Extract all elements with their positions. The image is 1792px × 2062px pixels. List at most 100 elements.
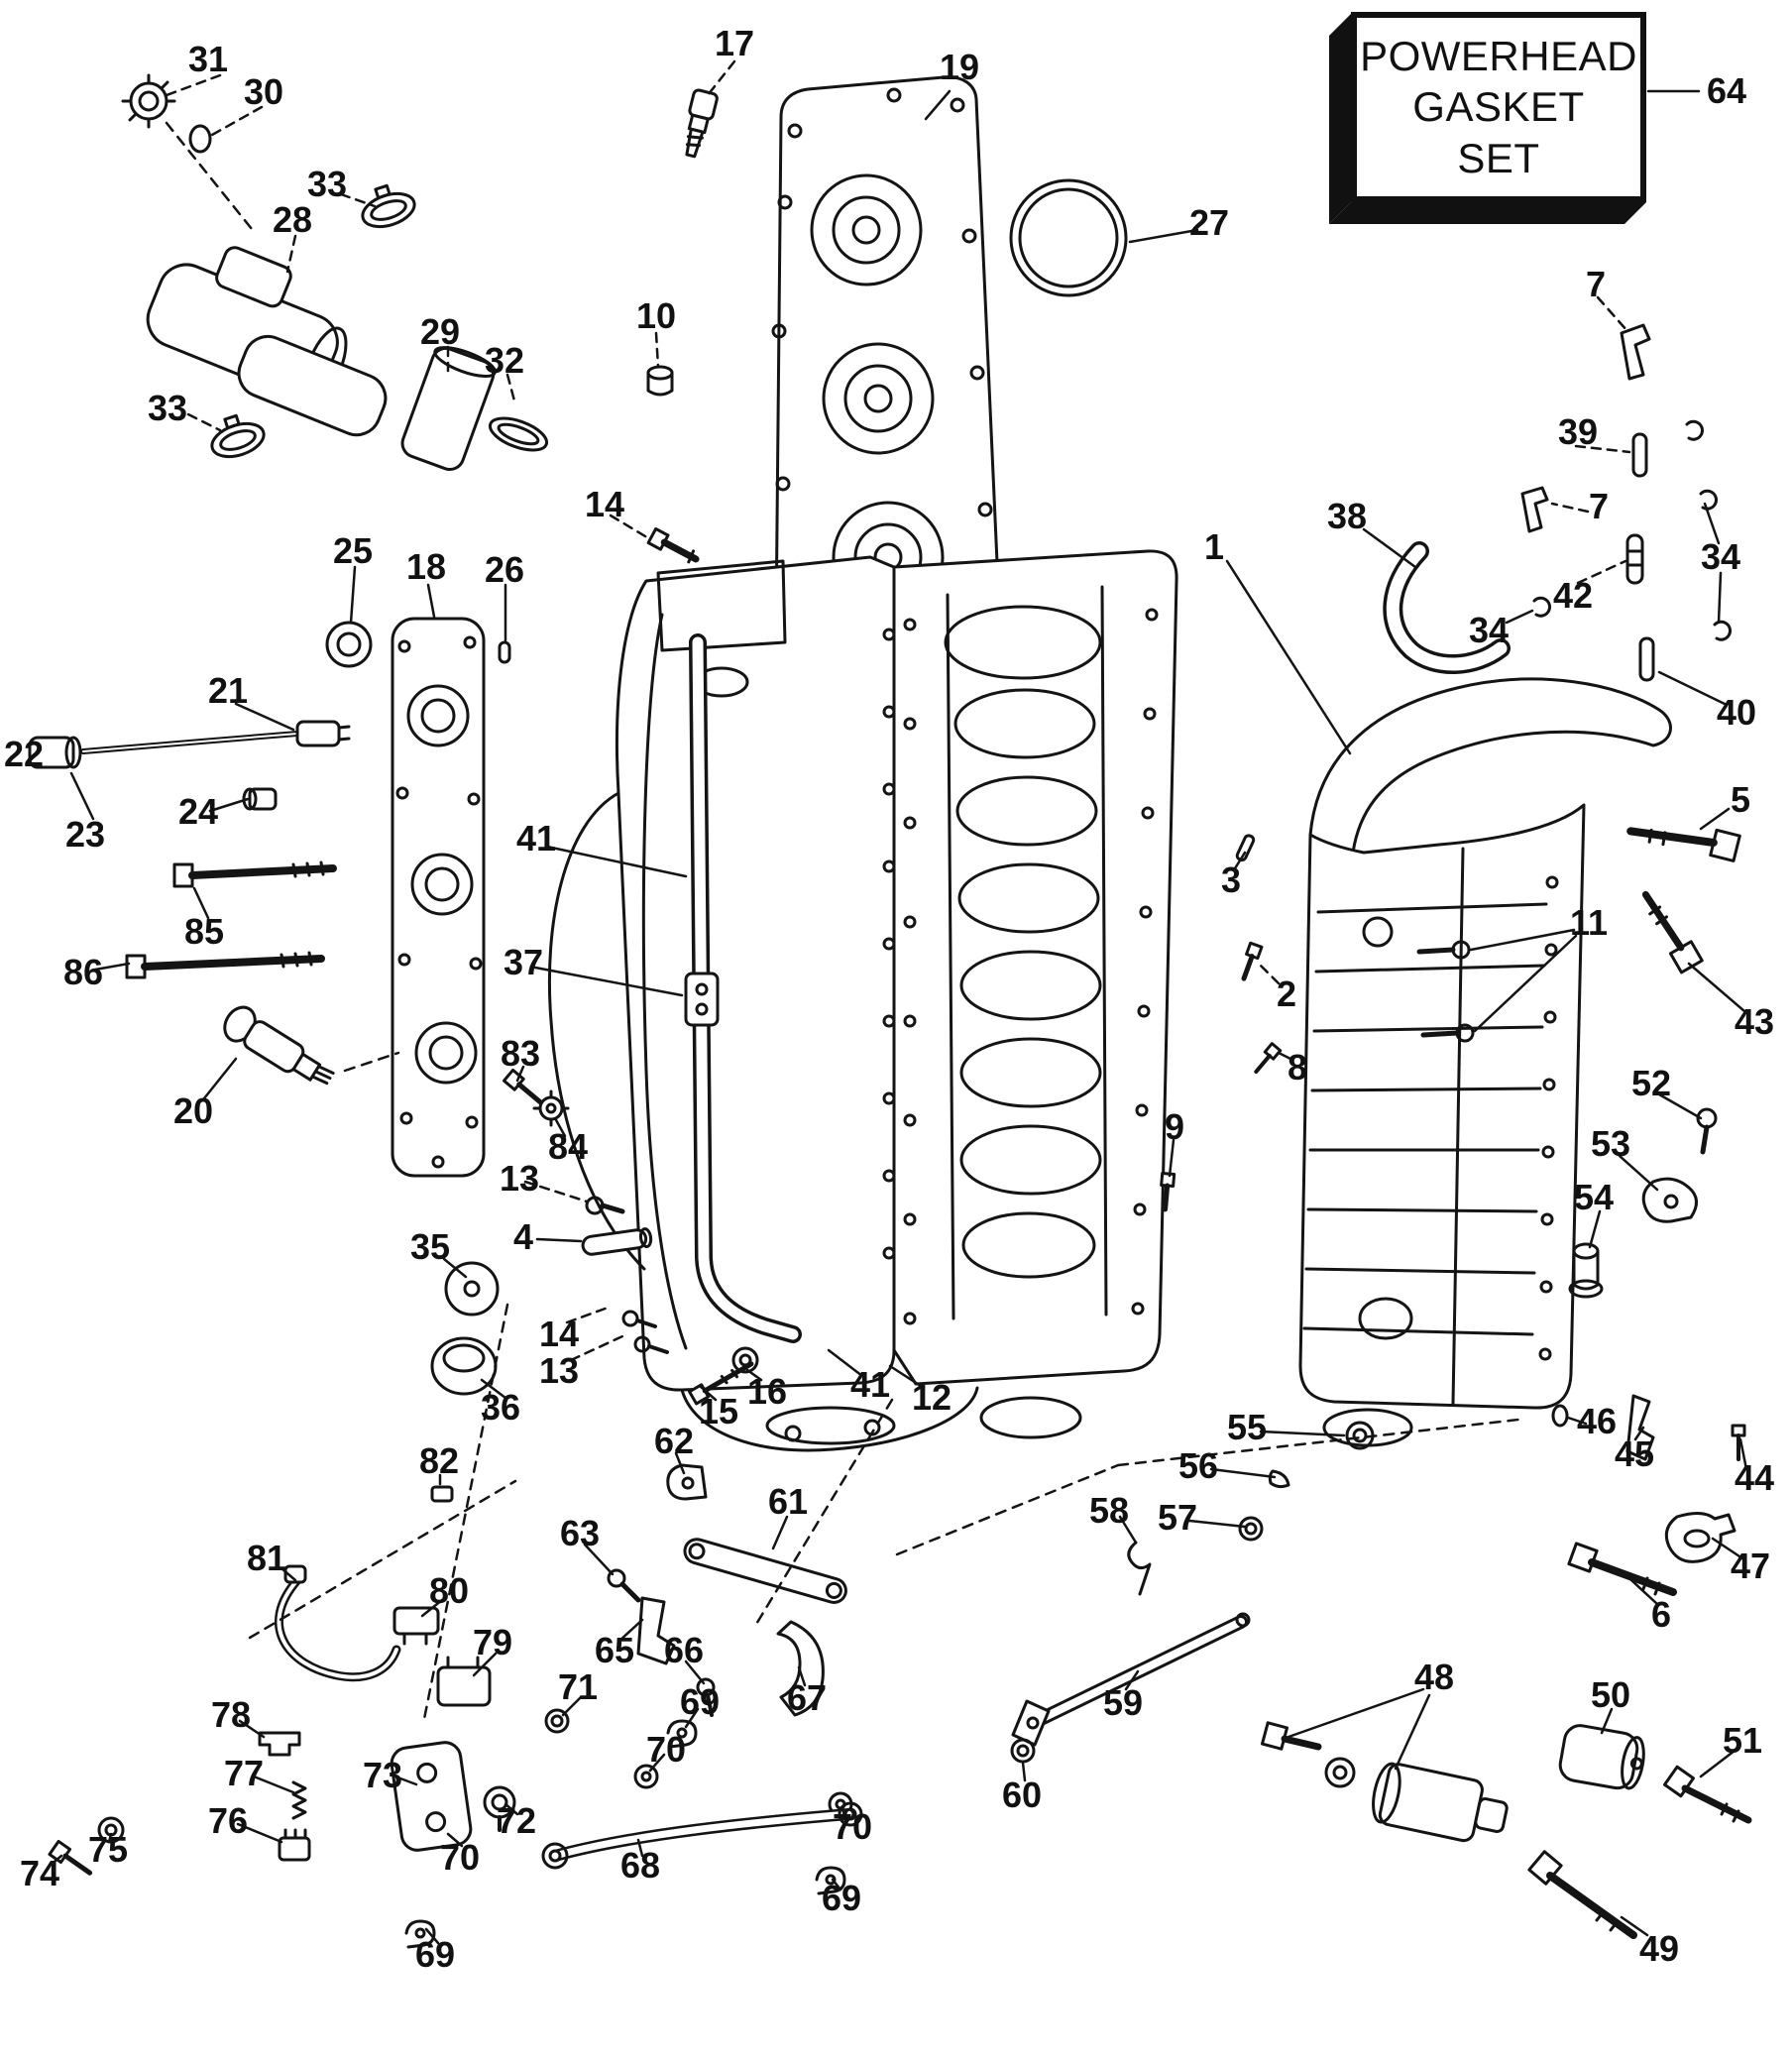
leader-line [1287,1687,1425,1739]
leader-line [1257,962,1281,985]
callout-58: 58 [1088,1490,1130,1531]
leader-line [1021,1761,1027,1782]
callout-63: 63 [559,1513,601,1553]
leader-line [1277,1051,1292,1061]
leader-line [1699,1749,1736,1778]
callout-31: 31 [187,39,229,79]
leader-line [1505,609,1534,625]
leader-line [1633,1426,1645,1441]
callout-78: 78 [210,1694,252,1735]
callout-81: 81 [246,1538,287,1578]
callout-67: 67 [786,1677,828,1718]
leader-line [420,1598,444,1618]
leader-line [827,1348,864,1378]
callout-46: 46 [1576,1401,1618,1441]
callout-51: 51 [1722,1720,1763,1761]
gasket-set-box: POWERHEAD GASKET SET [1351,12,1646,202]
fittings-right-art [1383,323,1733,682]
leader-line [698,1384,718,1402]
washer35-art [444,1261,500,1317]
callout-32: 32 [484,340,525,381]
leader-line [561,1695,583,1717]
callout-22: 22 [3,734,45,774]
leader-line [1118,1515,1138,1545]
leader-line [192,886,210,920]
leader-line [202,1057,238,1100]
callout-85: 85 [183,911,225,952]
leader-line [424,1927,440,1945]
callout-14: 14 [584,484,625,524]
leader-line [684,1707,700,1729]
thermostat-art [121,73,549,472]
leader-line [1600,1707,1614,1735]
callout-12: 12 [911,1377,952,1418]
callout-33: 33 [306,164,348,204]
leader-line [1629,1578,1659,1606]
leader-line [636,1838,644,1858]
callout-24: 24 [177,791,219,832]
leader-line [648,1753,666,1773]
callout-70: 70 [645,1729,687,1770]
callout-56: 56 [1177,1445,1219,1486]
leader-line [515,1065,525,1083]
leader-line [840,1806,848,1826]
bolt14-art [646,526,700,564]
callout-66: 66 [663,1630,705,1670]
exhaust-manifold-art [1298,677,1672,1447]
leader-line [1168,1138,1176,1178]
leader-line [1473,934,1578,1033]
cup36-art [430,1336,498,1396]
sensor-wire-art [28,720,351,811]
callout-7: 7 [1585,264,1607,304]
leader-line [797,1665,807,1687]
leader-lines [48,59,1748,1945]
leader-line [1618,1154,1659,1192]
callout-33: 33 [147,388,188,428]
callout-44: 44 [1734,1457,1775,1498]
fasteners-right-art [1127,827,1746,1596]
leader-line [523,1180,589,1203]
leader-line [1711,1537,1744,1560]
leader-line [349,565,357,625]
leader-line [186,412,222,432]
leader-line [1259,1430,1346,1437]
leader-line [1699,807,1731,831]
callout-71: 71 [557,1666,599,1707]
construction-lines [165,121,1520,1721]
bolt86-art [125,951,325,979]
callout-19: 19 [939,47,980,87]
callout-38: 38 [1326,496,1368,536]
leader-line [1657,670,1727,706]
gasket-box-3d [1329,14,1646,224]
leader-line [1187,1519,1247,1529]
callout-75: 75 [87,1829,129,1870]
leader-line [684,1660,706,1685]
leader-line [1687,962,1746,1013]
callout-41: 41 [849,1364,891,1405]
leader-line [48,1854,63,1868]
leader-line [93,962,131,972]
leader-line [480,1378,507,1400]
callout-60: 60 [1001,1775,1043,1815]
leader-line [583,1543,615,1576]
callout-26: 26 [484,549,525,590]
callout-68: 68 [619,1845,661,1886]
leader-line [771,1515,789,1550]
leader-line [234,702,295,732]
leader-line [1209,1467,1277,1479]
leader-line [1124,1669,1140,1691]
crankcase-art [892,549,1178,1439]
leader-line [208,797,250,813]
callout-6: 6 [1650,1594,1672,1635]
leader-line [504,1802,519,1816]
leader-line [446,1832,464,1848]
callout-72: 72 [496,1800,537,1841]
leader-line [1362,527,1417,569]
leader-line [545,845,688,878]
leader-line [505,373,517,406]
callout-4: 4 [512,1216,534,1257]
leader-line [280,1566,297,1582]
leader-line [1620,1915,1649,1937]
callout-61: 61 [767,1481,809,1522]
